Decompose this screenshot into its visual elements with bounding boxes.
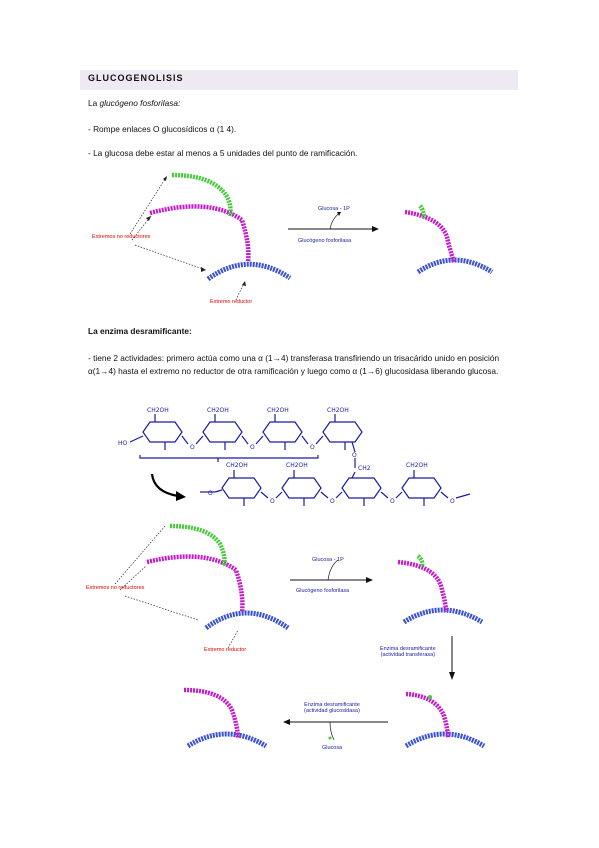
arrow3-label: Enzima desramificante(actividad glucosid… — [304, 702, 360, 714]
section-title: GLUCOGENOLISIS — [88, 73, 184, 83]
chem-ch2oh-1: CH2OH — [147, 407, 169, 414]
chem-o-4: O — [352, 452, 357, 459]
chem-ch2oh-2: CH2OH — [207, 407, 229, 414]
chem-o-2: O — [250, 444, 255, 451]
chem-ch2oh-5: CH2OH — [226, 462, 248, 469]
label-nonreducing-ends: Extremos no reductores — [92, 234, 151, 240]
chem-o-9: O — [450, 498, 455, 505]
arrow1-label-glucose-1p: Glucosa - 1P — [312, 557, 344, 563]
debranching-text: - tiene 2 actividades: primero actúa com… — [88, 353, 500, 376]
debranching-heading: La enzima desramificante: — [88, 326, 192, 336]
label-nonreducing-ends-2: Extremos no reductores — [86, 585, 145, 591]
chem-o-6: O — [270, 498, 275, 505]
arrow3-label-line2: (actividad glucosidasa) — [304, 708, 360, 714]
arrow1-label-phosphorylase: Glucógeno fosforilasa — [296, 588, 350, 594]
arrow3-label-line1: Enzima desramificante — [304, 702, 360, 708]
arrow2-label-line1: Enzima desramificante — [380, 646, 436, 652]
bullet-2: - La glucosa debe estar al menos a 5 uni… — [88, 148, 358, 158]
arrow-label-phosphorylase: Glucógeno fosforilasa — [298, 238, 352, 244]
chem-ch2oh-7: CH2OH — [406, 462, 428, 469]
arrow3-label-glucose: Glucosa — [322, 745, 343, 751]
chem-ch2oh-6: CH2OH — [286, 462, 308, 469]
section-header-bar — [80, 70, 518, 90]
intro-enzyme: glucógeno fosforilasa: — [99, 98, 181, 108]
chem-o-5: O — [208, 490, 213, 497]
arrow2-label-line2: (actividad transferasa) — [380, 652, 436, 658]
chem-ch2oh-3: CH2OH — [267, 407, 289, 414]
chem-o-7: O — [330, 498, 335, 505]
label-reducing-end: Extremo reductor — [210, 299, 253, 305]
chem-ho: HO — [118, 440, 128, 447]
intro-prefix: La — [88, 98, 100, 108]
bullet-1: - Rompe enlaces O glucosídicos α (1 4). — [88, 124, 237, 134]
intro-line: La glucógeno fosforilasa: — [88, 97, 180, 110]
chem-ch2oh-4: CH2OH — [327, 407, 349, 414]
label-reducing-end-2: Extremo reductor — [204, 647, 247, 653]
arrow-label-glucose-1p: Glucosa - 1P — [318, 206, 350, 212]
chem-o-1: O — [190, 444, 195, 451]
chem-ch2: CH2 — [358, 465, 371, 472]
chem-o-8: O — [390, 498, 395, 505]
arrow2-label: Enzima desramificante(actividad transfer… — [380, 646, 436, 658]
chem-o-3: O — [310, 444, 315, 451]
